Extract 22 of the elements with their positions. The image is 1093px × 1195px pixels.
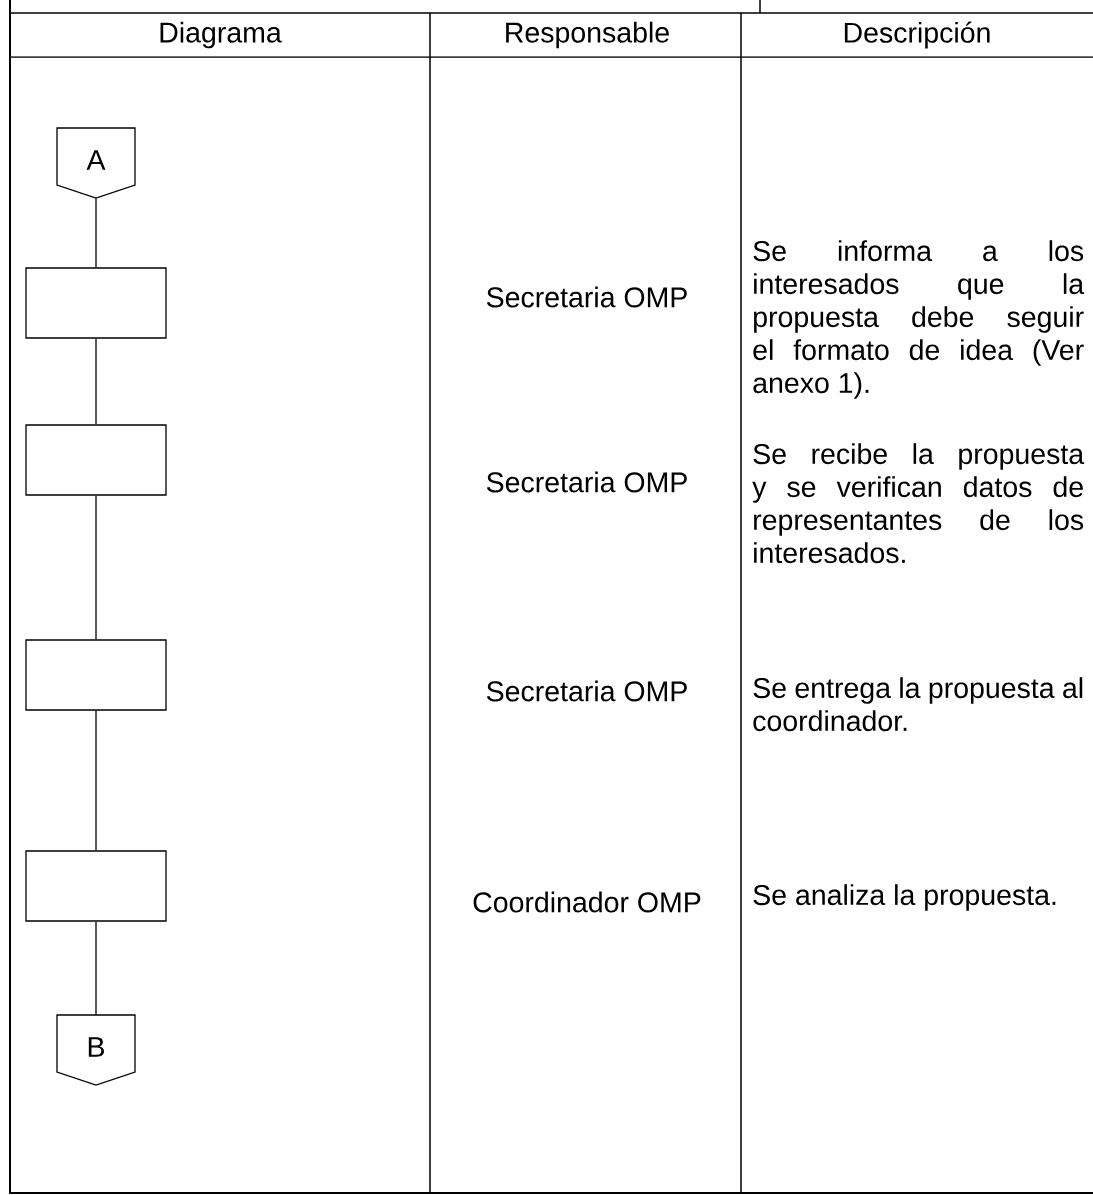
responsible-text: Coordinador OMP [473, 891, 701, 913]
off-page-connector: B [56, 1014, 136, 1086]
process-box [25, 267, 167, 339]
responsible-text: Secretaria OMP [486, 680, 687, 702]
column-header: Descripción [844, 21, 990, 49]
responsible-text: Secretaria OMP [486, 471, 687, 493]
description-text: Se informa a los interesados que la propuesta debe seguir el formato de idea (Ver anexo 1). [753, 240, 1085, 399]
column-header: Diagrama [160, 21, 282, 49]
column-header: Responsable [506, 21, 669, 49]
process-box [25, 850, 167, 922]
process-box [25, 424, 167, 496]
connector-line [95, 495, 97, 640]
connector-line [95, 921, 97, 1016]
connector-line [95, 710, 97, 851]
responsible-text: Secretaria OMP [486, 286, 687, 308]
description-text: Se entrega la propuesta al coordinador. [753, 677, 1083, 732]
process-box [25, 639, 167, 711]
off-page-connector: A [56, 127, 136, 199]
description-text: Se analiza la propuesta. [753, 884, 1056, 911]
description-text: Se recibe la propuesta y se verifican datos de representantes de los interesados. [752, 443, 1085, 564]
connector-line [95, 338, 97, 425]
connector-line [95, 197, 97, 268]
